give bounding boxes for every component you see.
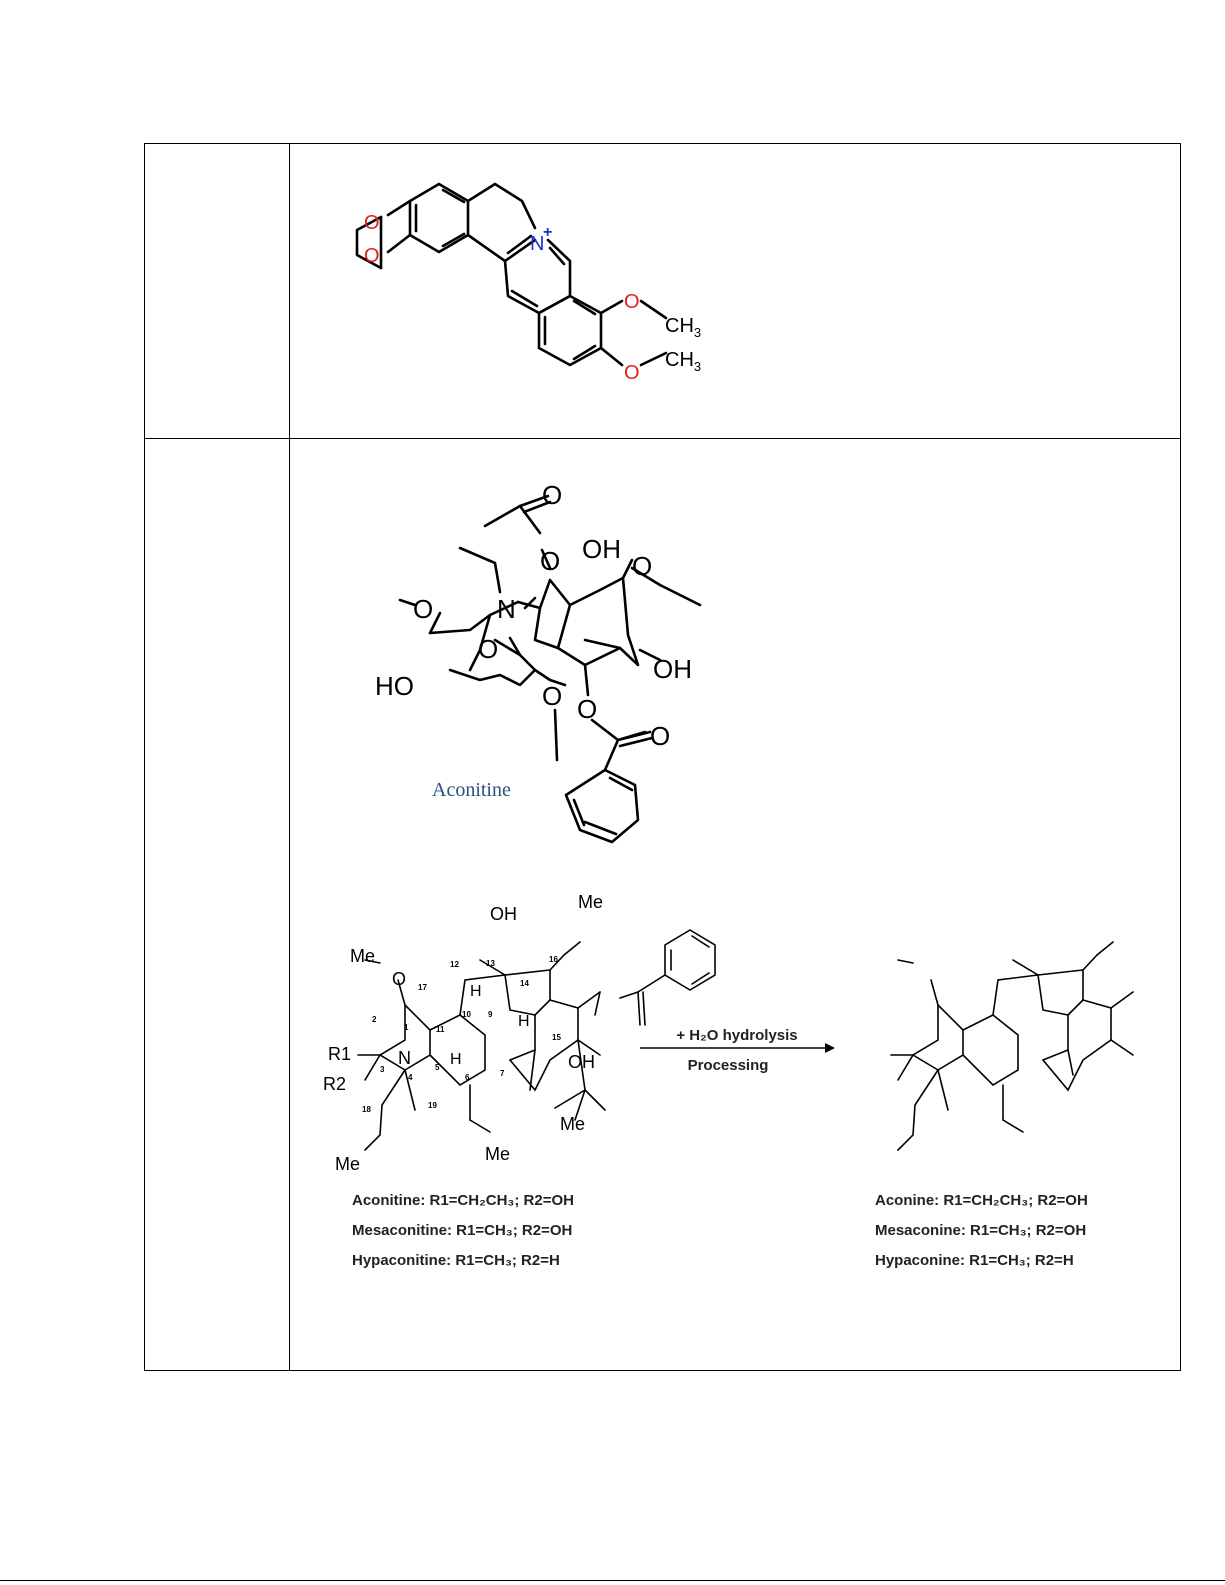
hydrogen-label: H bbox=[450, 1051, 462, 1068]
locant: 5 bbox=[435, 1063, 440, 1072]
oxygen-atom: O bbox=[364, 212, 380, 234]
oxygen-atom: O bbox=[413, 594, 433, 624]
locant: 14 bbox=[520, 979, 529, 988]
hydrogen-label: H bbox=[518, 1013, 530, 1030]
oxygen-atom: O bbox=[542, 480, 562, 510]
oxygen-atom: O bbox=[624, 291, 640, 313]
locant: 18 bbox=[362, 1105, 371, 1114]
nitrogen-atom: N bbox=[497, 594, 516, 624]
locant: 4 bbox=[408, 1073, 413, 1082]
locant: 17 bbox=[418, 983, 427, 992]
oxygen-atom: O bbox=[540, 546, 560, 576]
legend-line: Aconitine: R1=CH₂CH₃; R2=OH bbox=[352, 1192, 574, 1209]
legend-line: Mesaconine: R1=CH₃; R2=OH bbox=[875, 1222, 1086, 1239]
methyl-group: CH3 bbox=[665, 315, 701, 340]
locant: 16 bbox=[549, 955, 558, 964]
methyl-label: Me bbox=[578, 892, 603, 912]
hydroxyl-group: HO bbox=[375, 671, 414, 701]
hydroxyl-group: OH bbox=[653, 654, 692, 684]
oxygen-atom: O bbox=[478, 634, 498, 664]
locant: 2 bbox=[372, 1015, 377, 1024]
table-row-divider bbox=[145, 438, 1180, 439]
oxygen-atom: O bbox=[624, 362, 640, 384]
oxygen-atom: O bbox=[577, 694, 597, 724]
locant: 19 bbox=[428, 1101, 437, 1110]
reactant-legend: Aconitine: R1=CH₂CH₃; R2=OH Mesaconitine… bbox=[352, 1192, 574, 1269]
arrow-condition-label: Processing bbox=[688, 1057, 769, 1074]
locant: 9 bbox=[488, 1010, 493, 1019]
locant: 15 bbox=[552, 1033, 561, 1042]
legend-line: Aconine: R1=CH₂CH₃; R2=OH bbox=[875, 1192, 1088, 1209]
positive-charge: + bbox=[543, 224, 552, 241]
locant: 1 bbox=[404, 1023, 409, 1032]
locant: 11 bbox=[436, 1025, 445, 1034]
locant: 12 bbox=[450, 960, 459, 969]
methyl-label: Me bbox=[560, 1114, 585, 1134]
berberine-structure: O O N + O CH3 O CH3 bbox=[355, 182, 701, 384]
methyl-label: Me bbox=[335, 1154, 360, 1174]
locant: 7 bbox=[500, 1069, 505, 1078]
aconitine-structure: O O OH N O O O OH HO O O O bbox=[375, 480, 702, 844]
hydroxyl-group: OH bbox=[490, 904, 517, 924]
legend-line: Mesaconitine: R1=CH₃; R2=OH bbox=[352, 1222, 572, 1239]
locant: 6 bbox=[465, 1073, 470, 1082]
hydroxyl-group: OH bbox=[582, 534, 621, 564]
product-legend: Aconine: R1=CH₂CH₃; R2=OH Mesaconine: R1… bbox=[875, 1192, 1088, 1269]
methyl-label: Me bbox=[350, 946, 375, 966]
nitrogen-atom: N bbox=[530, 233, 544, 255]
locant: 13 bbox=[486, 959, 495, 968]
oxygen-atom: O bbox=[542, 681, 562, 711]
locant: 3 bbox=[380, 1065, 385, 1074]
r2-label: R2 bbox=[323, 1074, 346, 1094]
methyl-group: CH3 bbox=[665, 349, 701, 374]
table-column-divider bbox=[289, 144, 290, 1370]
oxygen-atom: O bbox=[364, 245, 380, 267]
oxygen-atom: O bbox=[392, 969, 406, 989]
hydrolysis-reaction-scheme: OH Me Me O R1 R2 N H H H OH Me Me Me 1 2… bbox=[323, 892, 1134, 1269]
oxygen-atom: O bbox=[650, 721, 670, 751]
arrow-reagent-label: + H₂O hydrolysis bbox=[676, 1027, 797, 1044]
legend-line: Hypaconitine: R1=CH₃; R2=H bbox=[352, 1252, 560, 1269]
nitrogen-atom: N bbox=[398, 1048, 411, 1068]
oxygen-atom: O bbox=[632, 551, 652, 581]
page-bottom-rule bbox=[0, 1580, 1225, 1581]
structure-table bbox=[144, 143, 1181, 1371]
locant: 10 bbox=[462, 1010, 471, 1019]
product-skeleton bbox=[890, 941, 1134, 1151]
hydrogen-label: H bbox=[470, 983, 482, 1000]
legend-line: Hypaconine: R1=CH₃; R2=H bbox=[875, 1252, 1074, 1269]
reactant-skeleton: OH Me Me O R1 R2 N H H H OH Me Me Me 1 2… bbox=[323, 892, 716, 1174]
methyl-label: Me bbox=[485, 1144, 510, 1164]
aconitine-caption: Aconitine bbox=[432, 779, 511, 801]
r1-label: R1 bbox=[328, 1044, 351, 1064]
hydroxyl-group: OH bbox=[568, 1052, 595, 1072]
